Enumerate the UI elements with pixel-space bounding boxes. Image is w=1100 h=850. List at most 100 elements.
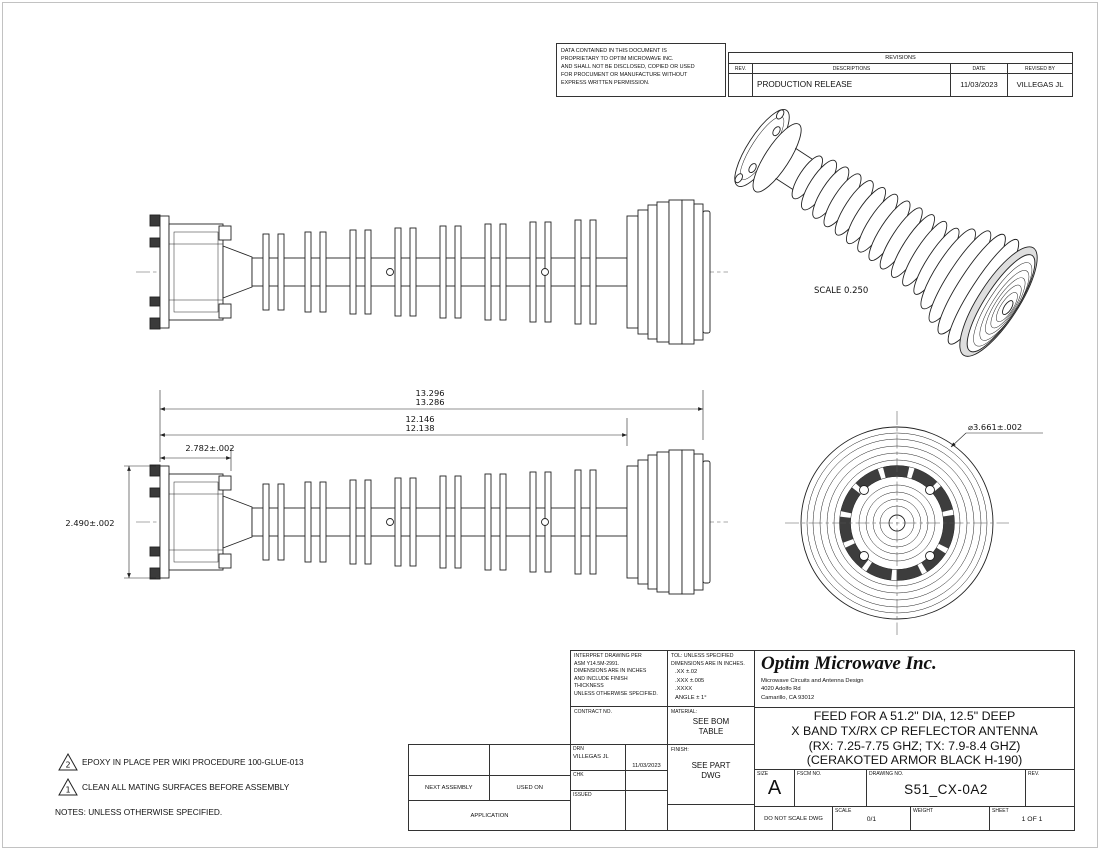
- next-assembly-entry: [409, 745, 490, 775]
- revision-date: 11/03/2023: [951, 74, 1008, 96]
- sheet-value: 1 OF 1: [1021, 816, 1043, 823]
- signature-block: DRN VILLEGAS JL 11/03/2023 CHK ISSUED: [570, 744, 668, 831]
- finish-label: FINISH:: [671, 747, 689, 753]
- application-block: NEXT ASSEMBLY USED ON APPLICATION: [408, 744, 571, 831]
- size-cell: SIZE A: [755, 770, 795, 806]
- interpret-box: INTERPRET DRAWING PER ASM Y14.5M-2991. D…: [570, 650, 668, 707]
- sheet-cell: SHEET 1 OF 1: [990, 807, 1074, 830]
- drn-name: VILLEGAS JL: [573, 754, 609, 760]
- proprietary-line: PROPRIETARY TO OPTIM MICROWAVE INC.: [561, 56, 674, 63]
- flag-note-2-text: EPOXY IN PLACE PER WIKI PROCEDURE 100-GL…: [82, 757, 304, 767]
- scale-label: SCALE: [835, 808, 852, 814]
- revisions-col-date: DATE: [951, 64, 1008, 73]
- general-note: NOTES: UNLESS OTHERWISE SPECIFIED.: [55, 807, 223, 817]
- dim-overall-hi: 13.296: [415, 388, 444, 398]
- front-view: [785, 411, 1009, 635]
- proprietary-notice: DATA CONTAINED IN THIS DOCUMENT IS PROPR…: [556, 43, 726, 97]
- do-not-scale-cell: DO NOT SCALE DWG: [755, 807, 833, 830]
- sheet-label: SHEET: [992, 808, 1009, 814]
- issued-label: ISSUED: [573, 792, 592, 798]
- flag-triangle-icon: 2: [58, 753, 78, 771]
- scale-cell: SCALE 0/1: [833, 807, 911, 830]
- dim-aperture-text: ⌀3.661±.002: [968, 422, 1022, 432]
- revision-row: PRODUCTION RELEASE 11/03/2023 VILLEGAS J…: [729, 74, 1072, 96]
- fscm-cell: FSCM NO.: [795, 770, 867, 806]
- company-name: Optim Microwave Inc.: [761, 653, 937, 674]
- side-view-dimensioned: [135, 449, 729, 595]
- weight-cell: WEIGHT: [911, 807, 990, 830]
- tolerance-line: ANGLE ± 1°: [675, 695, 707, 702]
- drawing-title: FEED FOR A 51.2" DIA, 12.5" DEEP X BAND …: [755, 708, 1074, 770]
- flag-note-1-number: 1: [65, 786, 70, 795]
- flag-note-2-number: 2: [65, 761, 70, 770]
- drawing-number-value: S51_CX-0A2: [904, 782, 988, 797]
- interpret-line: DIMENSIONS ARE IN INCHES: [574, 668, 647, 675]
- tolerance-box: TOL: UNLESS SPECIFIED DIMENSIONS ARE IN …: [667, 650, 755, 707]
- finish-box: FINISH: SEE PART DWG: [667, 744, 755, 805]
- chk-date: [626, 771, 667, 790]
- size-value: A: [767, 777, 782, 799]
- tolerance-line: .XXXX: [675, 686, 693, 693]
- proprietary-line: AND SHALL NOT BE DISCLOSED, COPIED OR US…: [561, 64, 695, 71]
- flag-triangle-icon: 1: [58, 778, 78, 796]
- interpret-line: AND INCLUDE FINISH: [574, 675, 628, 682]
- revisions-title: REVISIONS: [729, 53, 1072, 64]
- chk-label: CHK: [573, 772, 584, 778]
- company-header: Optim Microwave Inc. Microwave Circuits …: [755, 651, 1074, 708]
- proprietary-line: DATA CONTAINED IN THIS DOCUMENT IS: [561, 48, 667, 54]
- flag-note-2: 2 EPOXY IN PLACE PER WIKI PROCEDURE 100-…: [58, 753, 304, 771]
- flag-note-1: 1 CLEAN ALL MATING SURFACES BEFORE ASSEM…: [58, 778, 289, 796]
- material-box: MATERIAL: SEE BOM TABLE: [667, 706, 755, 745]
- fscm-label: FSCM NO.: [797, 771, 822, 777]
- dim-body-lo: 12.138: [405, 423, 434, 433]
- revisions-col-descriptions: DESCRIPTIONS: [753, 64, 951, 73]
- scale-value: 0/1: [866, 816, 877, 823]
- interpret-line: THICKNESS: [574, 683, 604, 690]
- issued-date: [626, 791, 667, 830]
- title-block-main: Optim Microwave Inc. Microwave Circuits …: [754, 650, 1075, 831]
- interpret-line: INTERPRET DRAWING PER: [574, 653, 642, 659]
- rev-label: REV.: [1028, 771, 1040, 777]
- size-label: SIZE: [757, 771, 769, 777]
- company-info: Microwave Circuits and Antenna Design 40…: [761, 677, 864, 701]
- contract-label: CONTRACT NO.: [574, 709, 612, 715]
- drn-cell: DRN VILLEGAS JL: [571, 745, 626, 770]
- next-assembly-label: NEXT ASSEMBLY: [409, 776, 490, 800]
- flag-note-1-text: CLEAN ALL MATING SURFACES BEFORE ASSEMBL…: [82, 782, 290, 792]
- issued-cell: ISSUED: [571, 791, 626, 830]
- application-label: APPLICATION: [470, 812, 509, 819]
- side-view-top: [135, 199, 729, 345]
- revisions-col-rev: REV.: [729, 64, 753, 73]
- interpret-line: ASM Y14.5M-2991.: [574, 660, 620, 667]
- material-value: SEE BOM TABLE: [692, 717, 730, 737]
- proprietary-line: EXPRESS WRITTEN PERMISSION.: [561, 80, 650, 87]
- tolerance-line: .XX ±.02: [675, 669, 698, 676]
- proprietary-line: FOR PROCUMENT OR MANUFACTURE WITHOUT: [561, 72, 688, 79]
- rev-cell: REV.: [1026, 770, 1074, 806]
- tolerance-line: DIMENSIONS ARE IN INCHES.: [671, 660, 745, 667]
- material-label: MATERIAL:: [671, 709, 698, 715]
- revision-description: PRODUCTION RELEASE: [753, 74, 951, 96]
- dim-aperture-callout: ⌀3.661±.002: [950, 422, 1043, 448]
- dim-flange-h: 2.490±.002: [65, 518, 114, 528]
- revisions-table: REVISIONS REV. DESCRIPTIONS DATE REVISED…: [728, 52, 1073, 97]
- drawing-number-label: DRAWING NO.: [869, 771, 904, 777]
- revision-rev: [729, 74, 753, 96]
- weight-label: WEIGHT: [913, 808, 933, 814]
- iso-scale-label: SCALE 0.250: [814, 286, 868, 296]
- used-on-entry: [490, 745, 571, 775]
- revision-revised-by: VILLEGAS JL: [1016, 80, 1064, 89]
- finish-value: SEE PART DWG: [691, 761, 731, 781]
- chk-cell: CHK: [571, 771, 626, 790]
- dimensions: 13.296 13.286 12.146 12.138 2.782±.002 2…: [65, 388, 704, 579]
- revisions-col-revised-by: REVISED BY: [1024, 66, 1055, 72]
- drawing-number-cell: DRAWING NO. S51_CX-0A2: [867, 770, 1026, 806]
- drn-date: 11/03/2023: [632, 763, 661, 769]
- revisions-header-row: REV. DESCRIPTIONS DATE REVISED BY: [729, 64, 1072, 74]
- interpret-line: UNLESS OTHERWISE SPECIFIED.: [574, 690, 658, 697]
- used-on-label: USED ON: [516, 785, 543, 791]
- drn-label: DRN: [573, 746, 584, 752]
- dim-flange-len: 2.782±.002: [185, 443, 234, 453]
- dim-body-hi: 12.146: [405, 414, 434, 424]
- tolerance-line: .XXX ±.005: [675, 677, 705, 684]
